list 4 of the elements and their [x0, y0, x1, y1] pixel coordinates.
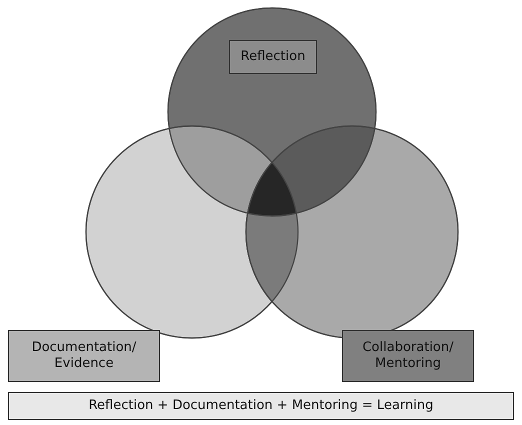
label-box: Reflection [229, 40, 317, 74]
label-box: Collaboration/ Mentoring [342, 330, 474, 382]
equation-banner: Reflection + Documentation + Mentoring = Learning [8, 392, 514, 420]
label-box: Documentation/ Evidence [8, 330, 160, 382]
